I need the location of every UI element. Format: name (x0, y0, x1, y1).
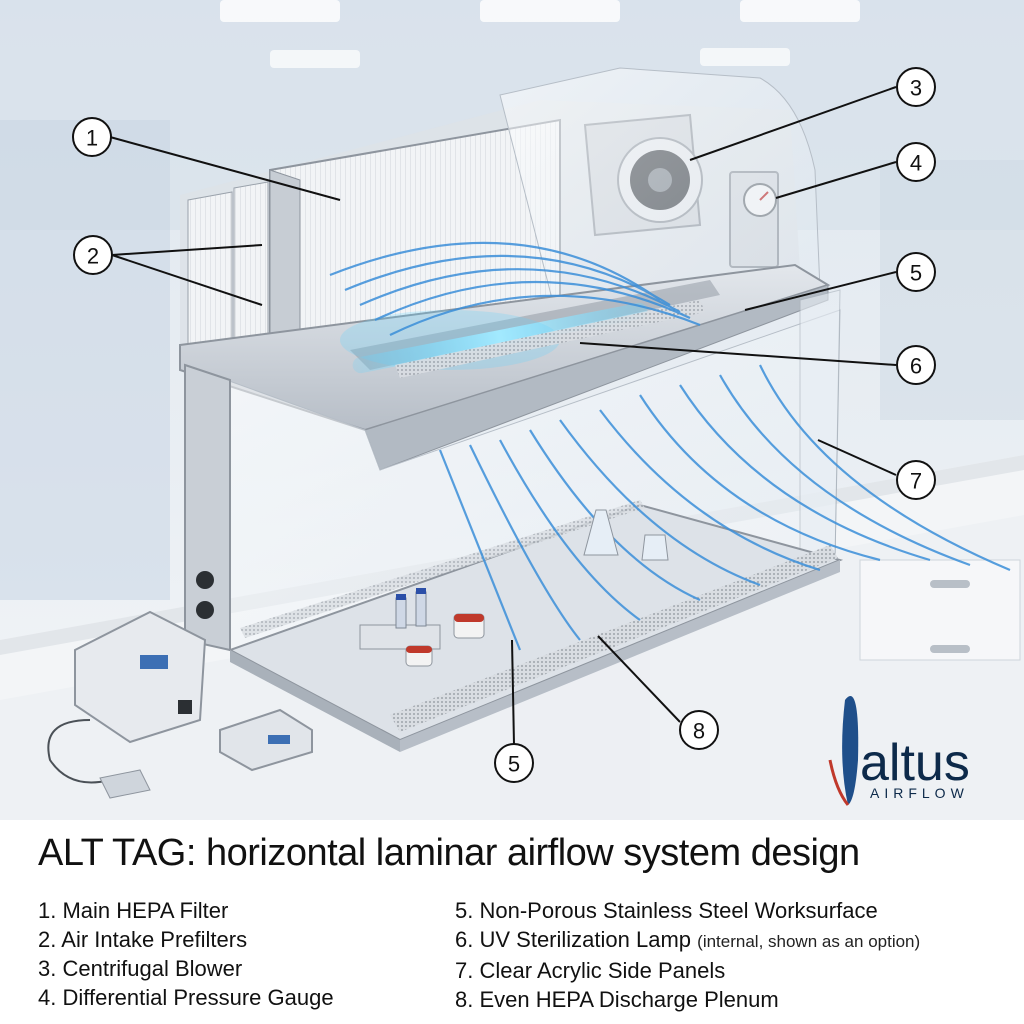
callout-leaders (109, 86, 897, 746)
page-title: ALT TAG: horizontal laminar airflow syst… (38, 832, 860, 874)
legend-item-6: 6. UV Sterilization Lamp (internal, show… (455, 927, 921, 952)
legend-item-1: 1. Main HEPA Filter (38, 898, 229, 923)
callout-7: 7 (896, 460, 936, 500)
callout-5-top: 5 (896, 252, 936, 292)
control-unit (47, 610, 207, 799)
callout-3: 3 (896, 67, 936, 107)
legend-item-2: 2. Air Intake Prefilters (38, 927, 248, 952)
cabinet-illustration: 1 2 3 4 5 6 7 8 5 altus AIRFLOW (0, 0, 1024, 830)
callout-2: 2 (73, 235, 113, 275)
brand-name: altus (860, 734, 970, 792)
legend-item-4: 4. Differential Pressure Gauge (38, 985, 334, 1010)
svg-text:6: 6 (910, 354, 922, 379)
callout-1: 1 (72, 117, 112, 157)
svg-text:5: 5 (508, 752, 520, 777)
brand-logo: altus AIRFLOW (828, 696, 970, 806)
svg-text:1: 1 (86, 126, 98, 151)
legend-left: 1. Main HEPA Filter 2. Air Intake Prefil… (38, 896, 334, 1012)
svg-text:7: 7 (910, 469, 922, 494)
legend-item-3: 3. Centrifugal Blower (38, 956, 243, 981)
legend-item-8: 8. Even HEPA Discharge Plenum (455, 987, 779, 1012)
caption-panel (0, 820, 1024, 1024)
scale-device (219, 708, 313, 772)
callout-6: 6 (896, 345, 936, 385)
brand-tagline: AIRFLOW (870, 785, 969, 801)
labware (359, 509, 669, 667)
svg-text:4: 4 (910, 151, 922, 176)
callout-5-bottom: 5 (494, 743, 534, 783)
svg-text:8: 8 (693, 719, 705, 744)
legend-note-6: (internal, shown as an option) (697, 932, 921, 951)
legend-item-5: 5. Non-Porous Stainless Steel Worksurfac… (455, 898, 878, 923)
callout-8: 8 (679, 710, 719, 750)
svg-text:2: 2 (87, 244, 99, 269)
svg-text:5: 5 (910, 261, 922, 286)
svg-text:3: 3 (910, 76, 922, 101)
callout-4: 4 (896, 142, 936, 182)
legend-item-7: 7. Clear Acrylic Side Panels (455, 958, 726, 983)
legend-right: 5. Non-Porous Stainless Steel Worksurfac… (455, 896, 920, 1014)
airflow-lines (329, 241, 1011, 651)
prefilter-panel (187, 191, 233, 351)
upper-canopy (499, 67, 821, 331)
right-acrylic-panel (799, 289, 841, 571)
uv-lamp (352, 302, 648, 374)
brand-swoosh-icon (842, 696, 859, 805)
